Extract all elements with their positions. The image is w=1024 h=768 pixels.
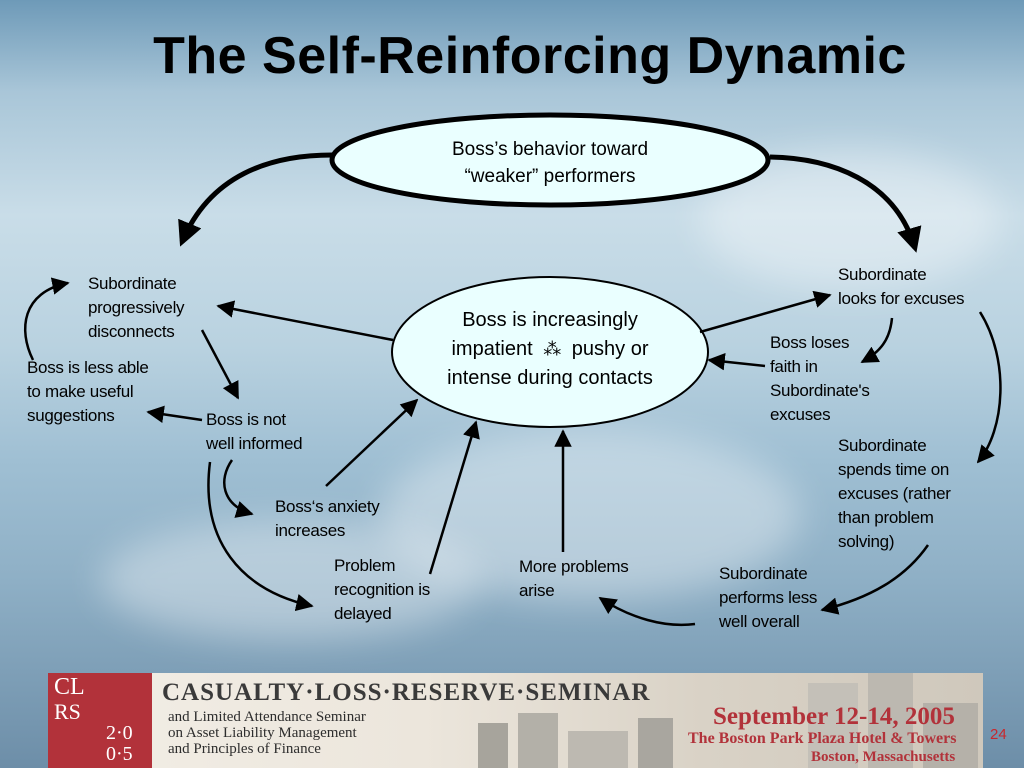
node-line: arise: [519, 581, 555, 600]
node-line: Subordinate: [88, 274, 177, 293]
cloud-shape: [100, 520, 480, 640]
node-line: More problems: [519, 557, 629, 576]
arrow-top-left: [178, 152, 333, 247]
asterism-icon: ⁂: [538, 339, 567, 359]
center-oval-line-2: impatient ⁂ pushy or: [400, 335, 700, 364]
node-line: spends time on: [838, 460, 950, 479]
clrs-logo: CL RS 2·0 0·5: [48, 673, 152, 768]
node-subordinate-performs: Subordinate performs less well overall: [719, 562, 817, 634]
arrow-notinformed-to-lessable: [146, 405, 203, 423]
node-line: Subordinate's: [770, 381, 870, 400]
node-line: suggestions: [27, 406, 115, 425]
node-subordinate-spends-time: Subordinate spends time on excuses (rath…: [838, 434, 951, 554]
arrow-problem-to-center: [428, 420, 480, 575]
node-subordinate-excuses: Subordinate looks for excuses: [838, 263, 965, 311]
logo-text-2: RS: [54, 699, 81, 724]
node-line: Boss loses: [770, 333, 850, 352]
slide-title: The Self-Reinforcing Dynamic: [153, 27, 907, 85]
arrow-notinformed-to-anxiety: [223, 459, 254, 518]
center-oval-line-2a: impatient: [451, 338, 533, 360]
node-line: Subordinate: [838, 436, 927, 455]
node-line: Boss‘s anxiety: [275, 497, 380, 516]
center-oval-label: Boss is increasingly impatient ⁂ pushy o…: [400, 306, 700, 393]
node-line: Subordinate: [719, 564, 808, 583]
arrow-excuses-to-spendstime: [976, 311, 1002, 464]
logo-year-1: 2·0: [106, 722, 133, 744]
node-subordinate-disconnects: Subordinate progressively disconnects: [88, 272, 185, 344]
center-oval-line-1: Boss is increasingly: [462, 309, 638, 331]
building-silhouette: [518, 713, 558, 768]
node-boss-less-able: Boss is less able to make useful suggest…: [27, 356, 149, 428]
node-line: progressively: [88, 298, 185, 317]
top-oval-line-1: Boss’s behavior toward: [451, 139, 649, 160]
logo-year: 2·0 0·5: [106, 723, 133, 765]
cloud-shape: [380, 430, 800, 600]
node-line: performs less: [719, 588, 818, 607]
node-line: than problem: [838, 508, 934, 527]
seminar-subtitle-1: and Limited Attendance Seminar: [168, 709, 366, 725]
node-more-problems: More problems arise: [519, 555, 629, 603]
node-line: Problem: [334, 556, 396, 575]
building-silhouette: [808, 683, 858, 768]
center-oval: [391, 276, 709, 428]
top-oval: [329, 112, 771, 208]
building-silhouette: [923, 703, 978, 768]
center-oval-line-2b: pushy or: [571, 338, 649, 360]
node-line: solving): [838, 532, 895, 551]
top-oval-label: Boss’s behavior toward “weaker” performe…: [380, 136, 720, 190]
top-oval-line-2: “weaker” performers: [464, 166, 636, 187]
node-line: to make useful: [27, 382, 134, 401]
seminar-subtitle-3: and Principles of Finance: [168, 741, 321, 757]
seminar-subtitle-2: on Asset Liability Management: [168, 725, 357, 741]
node-line: faith in: [770, 357, 818, 376]
logo-year-2: 0·5: [106, 743, 133, 765]
arrow-anxiety-to-center: [325, 398, 419, 487]
seminar-dates: September 12-14, 2005: [713, 703, 955, 730]
page-number: 24: [990, 726, 1007, 743]
building-silhouette: [568, 731, 628, 768]
arrow-faith-to-center: [707, 352, 766, 371]
node-line: well informed: [206, 434, 303, 453]
logo-text-1: CL: [54, 674, 85, 700]
node-line: looks for excuses: [838, 289, 965, 308]
node-boss-anxiety: Boss‘s anxiety increases: [275, 495, 380, 543]
node-line: delayed: [334, 604, 392, 623]
arrow-center-to-excuses: [699, 290, 832, 334]
node-line: excuses: [770, 405, 831, 424]
node-boss-not-informed: Boss is not well informed: [206, 408, 303, 456]
node-line: Boss is not: [206, 410, 286, 429]
building-silhouette: [868, 673, 913, 768]
arrow-lessable-to-disconnects: [24, 277, 70, 361]
building-silhouette: [478, 723, 508, 768]
building-silhouette: [638, 718, 673, 768]
seminar-city: Boston, Massachusetts: [811, 749, 956, 765]
arrow-top-right: [769, 154, 922, 253]
center-oval-line-3: intense during contacts: [447, 367, 653, 389]
node-line: Subordinate: [838, 265, 927, 284]
node-boss-loses-faith: Boss loses faith in Subordinate's excuse…: [770, 331, 870, 427]
node-line: Boss is less able: [27, 358, 149, 377]
node-line: recognition is: [334, 580, 430, 599]
arrow-disconnects-to-notinformed: [200, 329, 240, 400]
arrow-center-to-disconnects: [216, 300, 394, 342]
node-problem-recognition: Problem recognition is delayed: [334, 554, 430, 626]
seminar-banner: CL RS 2·0 0·5 CASUALTY·LOSS·RESERVE·SEMI…: [48, 673, 983, 768]
arrow-performs-to-moreproblems: [598, 596, 696, 627]
arrow-spendstime-to-performs: [820, 544, 930, 615]
node-line: increases: [275, 521, 346, 540]
arrow-excuses-to-faith: [860, 317, 894, 364]
node-line: well overall: [719, 612, 800, 631]
arrow-notinformed-to-problem: [207, 461, 314, 612]
seminar-title: CASUALTY·LOSS·RESERVE·SEMINAR: [162, 679, 651, 706]
node-line: disconnects: [88, 322, 175, 341]
node-line: excuses (rather: [838, 484, 951, 503]
seminar-hotel: The Boston Park Plaza Hotel & Towers: [688, 730, 957, 747]
